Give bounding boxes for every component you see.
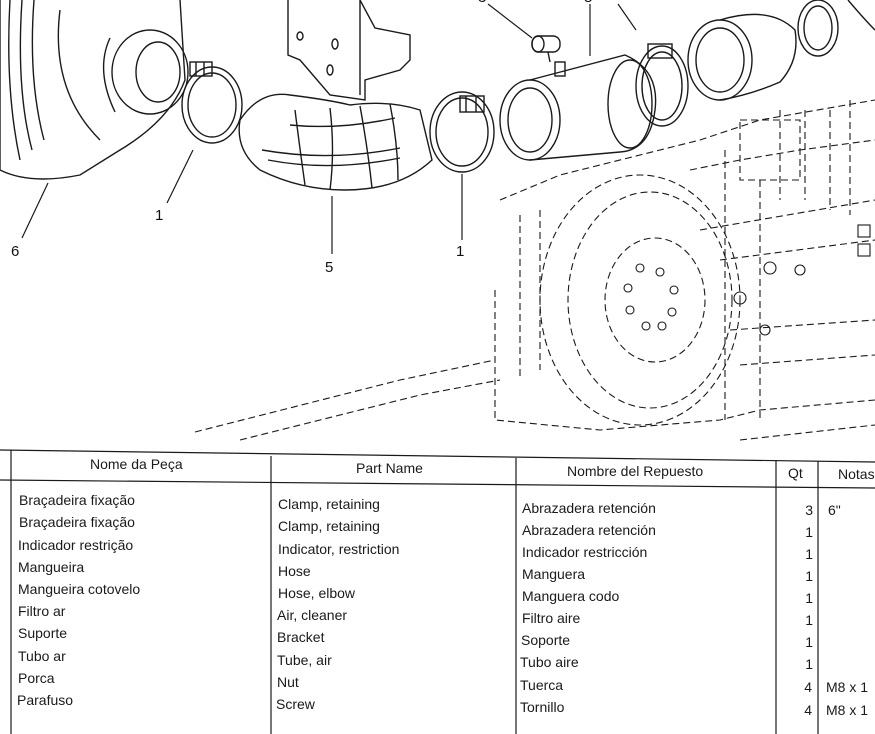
cell-qty: 1 — [805, 612, 813, 628]
parts-table-grid — [0, 449, 875, 734]
callout-5: 5 — [325, 259, 333, 276]
hose-top-right — [687, 0, 875, 101]
header-spanish: Nombre del Repuesto — [567, 463, 704, 479]
callout-6: 6 — [11, 243, 19, 260]
header-portuguese: Nome da Peça — [90, 456, 183, 472]
cell-en: Hose — [278, 563, 311, 579]
cell-qty: 4 — [804, 702, 812, 718]
header-english: Part Name — [356, 460, 423, 476]
flywheel-bolts — [623, 224, 871, 336]
cell-es: Filtro aire — [522, 610, 581, 626]
cell-en: Nut — [277, 674, 299, 690]
cell-en: Hose, elbow — [278, 585, 356, 601]
cell-es: Manguera codo — [522, 588, 620, 604]
clamp-left — [181, 61, 243, 144]
cell-es: Indicador restricción — [522, 544, 648, 560]
cell-en: Indicator, restriction — [278, 541, 400, 557]
cell-en: Clamp, retaining — [278, 496, 380, 512]
cell-pt: Braçadeira fixação — [19, 492, 135, 508]
cell-es: Tuerca — [520, 677, 564, 693]
cell-qty: 1 — [805, 656, 813, 672]
bracket — [287, 0, 411, 101]
cell-pt: Mangueira — [18, 559, 85, 575]
air-cleaner-housing — [0, 0, 189, 180]
cell-pt: Tubo ar — [18, 648, 66, 664]
cell-pt: Suporte — [18, 625, 68, 641]
cell-es: Soporte — [521, 632, 571, 648]
restriction-indicator — [531, 35, 561, 63]
cell-notes: M8 x 1 — [826, 702, 869, 718]
cell-es: Tubo aire — [520, 654, 579, 670]
cell-en: Screw — [276, 696, 315, 712]
callout-1-middle: 1 — [456, 243, 464, 260]
cell-notes: 6" — [828, 502, 841, 518]
engine-outline — [194, 99, 875, 441]
cell-en: Clamp, retaining — [278, 518, 380, 534]
cell-es: Abrazadera retención — [522, 500, 656, 516]
header-notes: Notas — [838, 466, 875, 482]
cell-qty: 1 — [805, 590, 813, 606]
cell-qty: 1 — [805, 546, 813, 562]
cell-es: Tornillo — [520, 699, 565, 715]
cell-pt: Porca — [18, 670, 55, 686]
callout-8: 8 — [584, 0, 592, 6]
clamp-right — [635, 43, 689, 127]
cell-qty: 1 — [805, 568, 813, 584]
cell-pt: Filtro ar — [18, 603, 66, 619]
cell-qty: 1 — [805, 524, 813, 540]
cell-en: Bracket — [277, 629, 325, 645]
cell-es: Manguera — [522, 566, 586, 582]
callout-1-left: 1 — [155, 207, 163, 224]
cell-en: Tube, air — [277, 652, 332, 668]
cell-qty: 3 — [805, 502, 813, 518]
cell-qty: 1 — [805, 634, 813, 650]
cell-es: Abrazadera retención — [522, 522, 656, 538]
cell-pt: Indicador restrição — [18, 537, 134, 553]
cell-en: Air, cleaner — [277, 607, 348, 623]
air-tube — [499, 54, 657, 161]
exploded-parts-drawing: 6 1 5 1 3 8 — [0, 0, 875, 441]
callout-leaders — [21, 3, 637, 254]
callout-3: 3 — [478, 0, 486, 6]
cell-notes: M8 x 1 — [826, 679, 869, 695]
cell-qty: 4 — [804, 679, 812, 695]
clamp-middle — [429, 91, 495, 173]
cell-pt: Parafuso — [17, 692, 74, 708]
cell-pt: Mangueira cotovelo — [18, 581, 141, 597]
cell-pt: Braçadeira fixação — [19, 514, 135, 530]
header-qty: Qt — [788, 465, 803, 481]
elbow-hose — [238, 93, 433, 191]
